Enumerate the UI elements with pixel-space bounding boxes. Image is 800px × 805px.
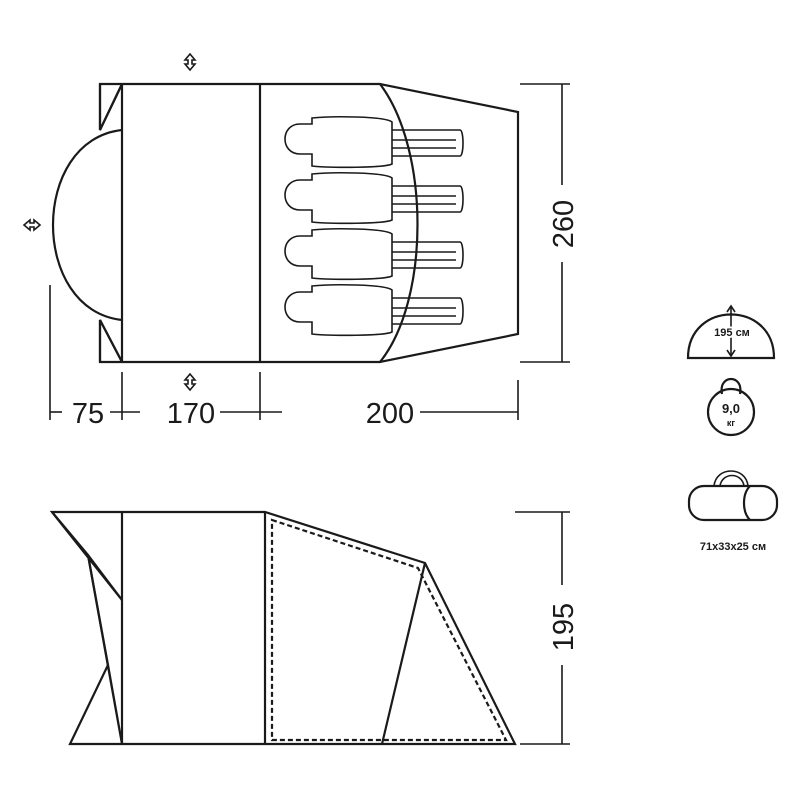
dim-bedroom-length: 200	[366, 398, 414, 430]
spec-height-label: 195 см	[714, 327, 750, 339]
sleeping-place	[284, 172, 464, 225]
plan-vestibule-dome	[52, 128, 123, 322]
side-view	[49, 510, 517, 746]
dim-width: 260	[548, 200, 580, 248]
sleeping-places	[284, 116, 464, 337]
side-vestibule-front	[51, 511, 124, 745]
sleeping-place	[284, 284, 464, 337]
plan-dimension-lines	[49, 83, 570, 420]
weight-icon	[706, 378, 756, 437]
spec-pack-size-label: 71x33x25 см	[700, 541, 766, 553]
entrance-arrow-icon	[183, 52, 197, 72]
side-inner-tent	[270, 518, 508, 742]
spec-weight-unit: кг	[727, 418, 736, 428]
plan-vestibule-left	[98, 83, 123, 363]
floor-plan	[22, 52, 520, 392]
plan-outline	[98, 82, 520, 364]
entrance-arrow-icon	[183, 372, 197, 392]
dim-vestibule-length: 75	[72, 398, 104, 430]
dim-height: 195	[548, 603, 580, 651]
sleeping-place	[284, 116, 464, 169]
dim-inner-room-length: 170	[167, 398, 215, 430]
entrance-arrow-icon	[22, 218, 42, 232]
sleeping-place	[284, 228, 464, 281]
side-dimension-lines	[515, 511, 570, 745]
plan-inner-tent-curve	[379, 83, 419, 363]
side-rear-pole	[380, 562, 427, 745]
bag-icon	[687, 470, 779, 522]
tent-height-icon	[686, 304, 776, 360]
spec-weight-value: 9,0	[722, 401, 740, 416]
